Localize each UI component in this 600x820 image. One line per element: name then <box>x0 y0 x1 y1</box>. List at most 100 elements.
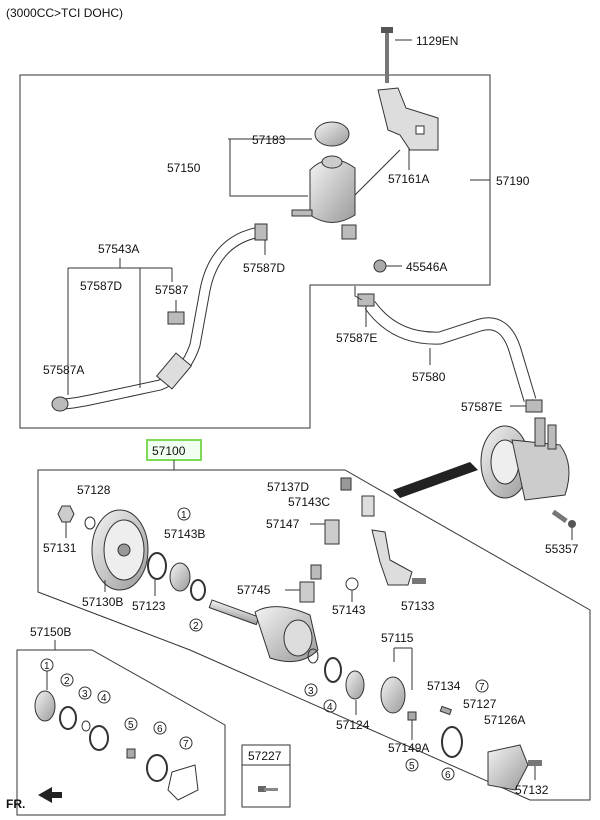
oring-4-main <box>324 657 342 683</box>
washer-57128 <box>84 516 96 530</box>
callout-3-a: 3 <box>308 686 314 697</box>
label-rotor: 57115 <box>381 631 414 645</box>
label-clamp-a: 57587D <box>80 279 122 293</box>
callout-2-b: 2 <box>64 676 70 687</box>
kit-gasket-6 <box>146 754 168 782</box>
label-clip: 45546A <box>406 260 447 274</box>
label-reservoir: 57150 <box>167 161 201 175</box>
header-text: (3000CC>TCI DOHC) <box>6 6 123 20</box>
label-bracket-pump: 57133 <box>401 599 435 613</box>
label-rear-cover: 57126A <box>484 713 525 727</box>
callout-1-a: 1 <box>181 510 187 521</box>
label-vane: 57124 <box>336 718 370 732</box>
rotor-57115 <box>380 676 406 714</box>
kit-frame <box>16 649 226 816</box>
label-clamp-e1: 57587E <box>336 331 377 345</box>
valve-57147 <box>324 519 340 545</box>
label-kit: 57150B <box>30 625 71 639</box>
bolt-1129en <box>381 27 412 83</box>
label-fitting: 57745 <box>237 583 271 597</box>
clamp-57587e-1 <box>357 293 375 307</box>
callout-3-b: 3 <box>82 689 88 700</box>
label-clamp-b: 57587 <box>155 283 189 297</box>
callout-6-a: 6 <box>445 770 451 781</box>
callout-6-b: 6 <box>157 724 163 735</box>
label-clamp-c: 57587A <box>43 363 84 377</box>
seal-57123 <box>147 552 167 580</box>
label-bolt-rear: 57132 <box>515 783 549 797</box>
reservoir-group-frame <box>19 74 491 429</box>
shaft <box>208 599 260 626</box>
kit-bearing <box>34 690 56 722</box>
kit-gasket-7 <box>167 764 199 801</box>
label-clamp-mid: 57587D <box>243 261 285 275</box>
callout-4-b: 4 <box>101 693 107 704</box>
callout-2-a: 2 <box>193 621 199 632</box>
label-oring-side: 57143 <box>332 603 366 617</box>
kit-bolt-frame <box>241 744 291 808</box>
label-valve: 57147 <box>266 517 300 531</box>
reservoir-57150 <box>291 155 357 240</box>
callout-7-a: 7 <box>479 682 485 693</box>
gasket-6-main <box>441 726 463 758</box>
clip-45546a <box>373 259 387 273</box>
oring-57143 <box>345 577 359 591</box>
label-reservoir-assy: 57190 <box>496 174 530 188</box>
pointer-arrow <box>393 462 478 498</box>
direction-arrow <box>38 787 62 803</box>
pump-assembly <box>480 417 570 501</box>
kit-oring-4 <box>89 725 109 751</box>
label-cover-gasket: 57127 <box>463 697 497 711</box>
kit-oring-3 <box>81 720 91 732</box>
pump-body <box>254 606 319 663</box>
bolt-57132 <box>528 760 542 766</box>
label-bolt-top: 1129EN <box>416 34 458 48</box>
label-pin2: 57149A <box>388 741 429 755</box>
pulley-57130b <box>91 509 149 591</box>
label-pulley-nut: 57128 <box>77 483 111 497</box>
pump-group-frame <box>37 469 591 801</box>
bracket-57133 <box>371 529 413 586</box>
label-pulley-washer: 57131 <box>43 541 77 555</box>
callout-5-a: 5 <box>409 761 415 772</box>
label-bracket: 57161A <box>388 172 429 186</box>
oring-3-main <box>307 648 319 664</box>
kit-seal <box>59 706 77 730</box>
label-kit-bolt: 57227 <box>248 749 282 763</box>
oring-2-a <box>190 579 206 601</box>
label-seal: 57123 <box>132 599 166 613</box>
kit-bolt-57227 <box>258 786 278 792</box>
cap-57183 <box>314 121 350 147</box>
connector-57143c <box>361 495 375 517</box>
bracket-57161a <box>377 87 439 151</box>
label-highlight: 57100 <box>152 444 186 458</box>
label-bolt-pump: 55357 <box>545 542 579 556</box>
bolt-57133 <box>412 578 426 584</box>
pin-57134 <box>439 705 453 716</box>
rear-cover-57126a <box>487 744 529 791</box>
nut-57131 <box>57 505 75 523</box>
label-connector: 57143C <box>288 495 330 509</box>
vane-ring-57124 <box>345 670 365 700</box>
label-pin: 57134 <box>427 679 461 693</box>
label-clamp-e2: 57587E <box>461 400 502 414</box>
callout-5-b: 5 <box>128 720 134 731</box>
pin-57149a <box>407 711 417 721</box>
label-bearing: 57143B <box>164 527 205 541</box>
label-cap-pump: 57137D <box>267 480 309 494</box>
callout-7-b: 7 <box>183 739 189 750</box>
clamp-57587d-mid <box>254 223 268 241</box>
label-cap: 57183 <box>252 133 286 147</box>
kit-pin <box>126 748 136 759</box>
label-pulley: 57130B <box>82 595 123 609</box>
clamp-57587e-2 <box>525 399 543 413</box>
hose-57580 <box>364 301 537 402</box>
clamp-57587 <box>167 311 185 325</box>
callout-1-b: 1 <box>44 661 50 672</box>
bearing-57143b <box>169 562 191 592</box>
label-hose-left: 57543A <box>98 242 139 256</box>
hose-sleeve <box>155 352 193 390</box>
fitting-57745 <box>299 564 322 603</box>
callout-4-a: 4 <box>327 702 333 713</box>
